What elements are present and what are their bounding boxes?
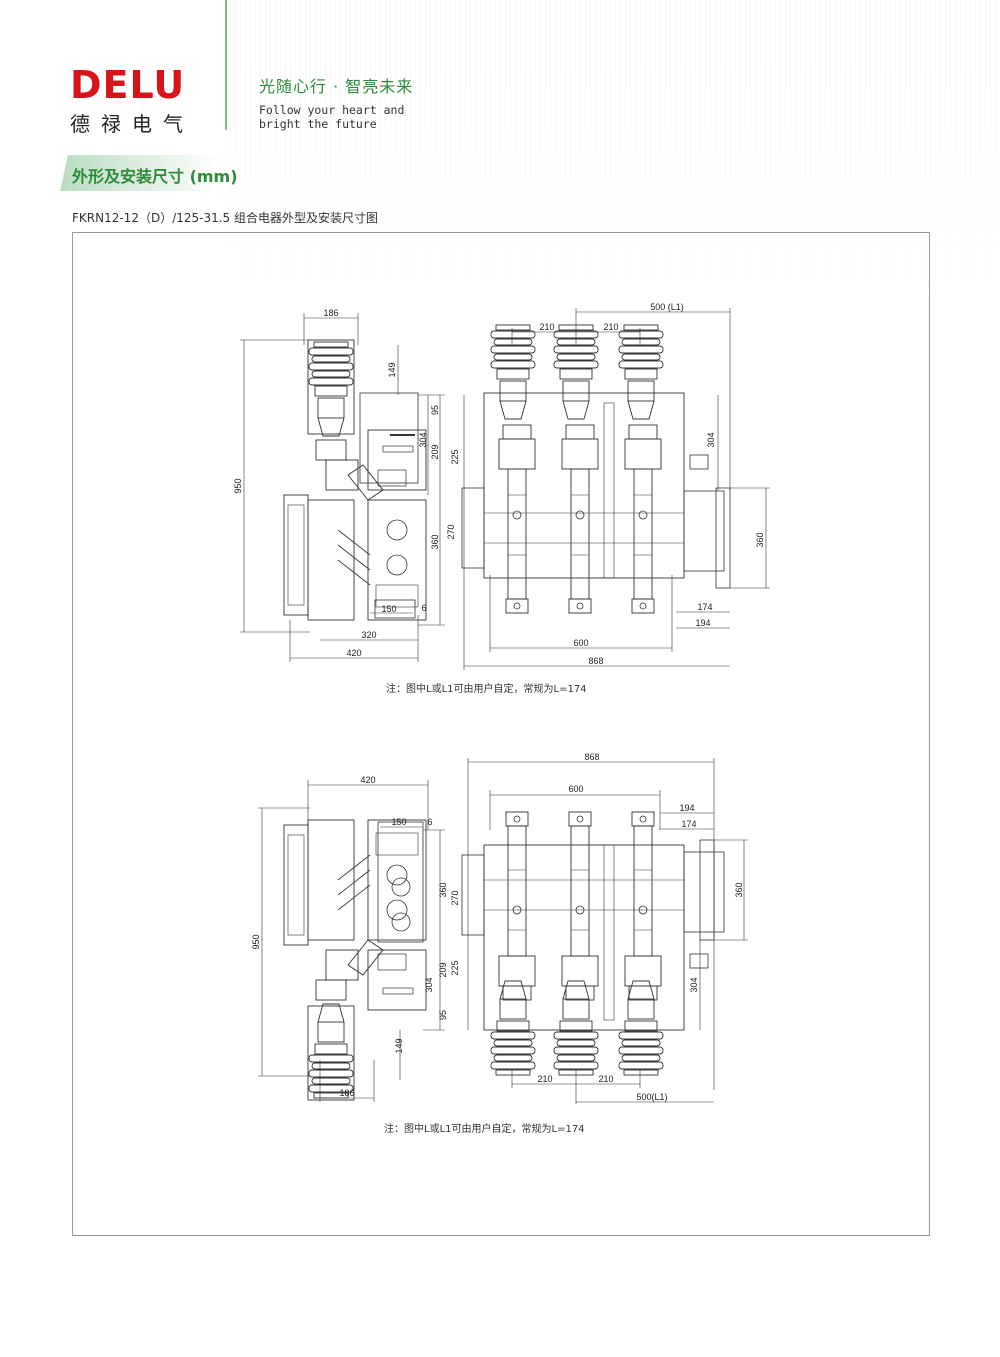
dim-95-bottom: 95 — [438, 1010, 448, 1020]
top-side-view — [284, 340, 426, 620]
dim-360: 360 — [430, 534, 440, 549]
dim-270-bottom: 270 — [450, 890, 460, 905]
dim-420-bottom: 420 — [360, 775, 375, 785]
logo-wordmark: DELU — [70, 63, 186, 107]
dim-149: 149 — [387, 362, 397, 377]
dim-210-left-bottom: 210 — [537, 1074, 552, 1084]
dim-209: 209 — [430, 444, 440, 459]
dim-210-left: 210 — [539, 322, 554, 332]
dim-320: 320 — [361, 630, 376, 640]
brand-logo: DELU 德禄电气 — [70, 66, 195, 137]
dim-209-bottom: 209 — [438, 962, 448, 977]
dim-950-bottom: 950 — [251, 934, 261, 949]
dim-270: 270 — [446, 524, 456, 539]
bottom-side-dimension-labels: 420 150 6 950 360 270 225 209 304 95 149… — [251, 775, 460, 1098]
slogan-english-line1: Follow your heart and — [259, 103, 405, 117]
dim-210-right: 210 — [603, 322, 618, 332]
note-bottom: 注：图中L或L1可由用户自定，常规为L=174 — [384, 1124, 585, 1135]
dim-304-front-bottom: 304 — [689, 977, 699, 992]
bottom-front-dimensions — [467, 758, 748, 1104]
dim-95: 95 — [430, 405, 440, 415]
bottom-front-dimension-labels: 868 600 194 174 360 304 210 210 500(L1) — [537, 752, 744, 1102]
dim-360-front-bottom: 360 — [734, 882, 744, 897]
dim-186: 186 — [323, 308, 338, 318]
dim-150-bottom: 150 — [391, 817, 406, 827]
dim-868-bottom: 868 — [584, 752, 599, 762]
dim-194-bottom: 194 — [679, 803, 694, 813]
dim-360-front: 360 — [755, 532, 765, 547]
dim-304: 304 — [418, 432, 428, 447]
dim-600: 600 — [573, 638, 588, 648]
top-front-dimension-labels: 500 (L1) 210 210 304 360 174 194 600 868 — [539, 302, 765, 666]
dim-210-right-bottom: 210 — [598, 1074, 613, 1084]
dim-500-l1-bottom: 500(L1) — [636, 1092, 667, 1102]
top-side-dimensions — [240, 313, 445, 662]
dim-360-bottom: 360 — [438, 882, 448, 897]
dim-174: 174 — [697, 602, 712, 612]
bottom-front-view — [461, 811, 725, 1076]
dim-6: 6 — [421, 603, 426, 613]
dim-304-front: 304 — [706, 432, 716, 447]
top-front-view — [461, 324, 731, 614]
dim-186-bottom: 186 — [339, 1088, 354, 1098]
drawing-frame — [72, 232, 930, 1236]
dim-150: 150 — [381, 604, 396, 614]
dim-868: 868 — [588, 656, 603, 666]
slogan: 光随心行 · 智亮未来 Follow your heart and bright… — [259, 73, 413, 131]
section-title: 外形及安装尺寸 (mm) — [72, 167, 238, 186]
drawing-caption: FKRN12-12（D）/125-31.5 组合电器外型及安装尺寸图 — [72, 211, 379, 225]
slogan-chinese: 光随心行 · 智亮未来 — [259, 77, 414, 96]
bottom-side-dimensions — [258, 780, 445, 1102]
dim-194: 194 — [695, 618, 710, 628]
header-decoration — [230, 0, 1000, 300]
dim-420: 420 — [346, 648, 361, 658]
dim-225: 225 — [450, 449, 460, 464]
dim-950: 950 — [233, 478, 243, 493]
slogan-english-line2: bright the future — [259, 117, 377, 131]
header-divider — [225, 0, 227, 130]
dim-304-bottom: 304 — [424, 977, 434, 992]
section-header-background — [60, 155, 220, 191]
top-front-dimensions — [463, 308, 770, 670]
bottom-side-view — [284, 820, 426, 1100]
section-header: 外形及安装尺寸 (mm) — [60, 155, 260, 191]
dim-225-bottom: 225 — [450, 960, 460, 975]
logo-chinese-name: 德禄电气 — [70, 112, 194, 136]
dim-174-bottom: 174 — [681, 819, 696, 829]
dim-500-l1: 500 (L1) — [650, 302, 684, 312]
dim-600-bottom: 600 — [568, 784, 583, 794]
top-side-dimension-labels: 186 950 149 95 304 209 225 270 360 150 6… — [233, 308, 460, 658]
slogan-english: Follow your heart and bright the future — [259, 103, 413, 131]
dim-149-bottom: 149 — [394, 1038, 404, 1053]
dim-6-bottom: 6 — [427, 817, 432, 827]
note-top: 注：图中L或L1可由用户自定，常规为L=174 — [386, 684, 587, 695]
